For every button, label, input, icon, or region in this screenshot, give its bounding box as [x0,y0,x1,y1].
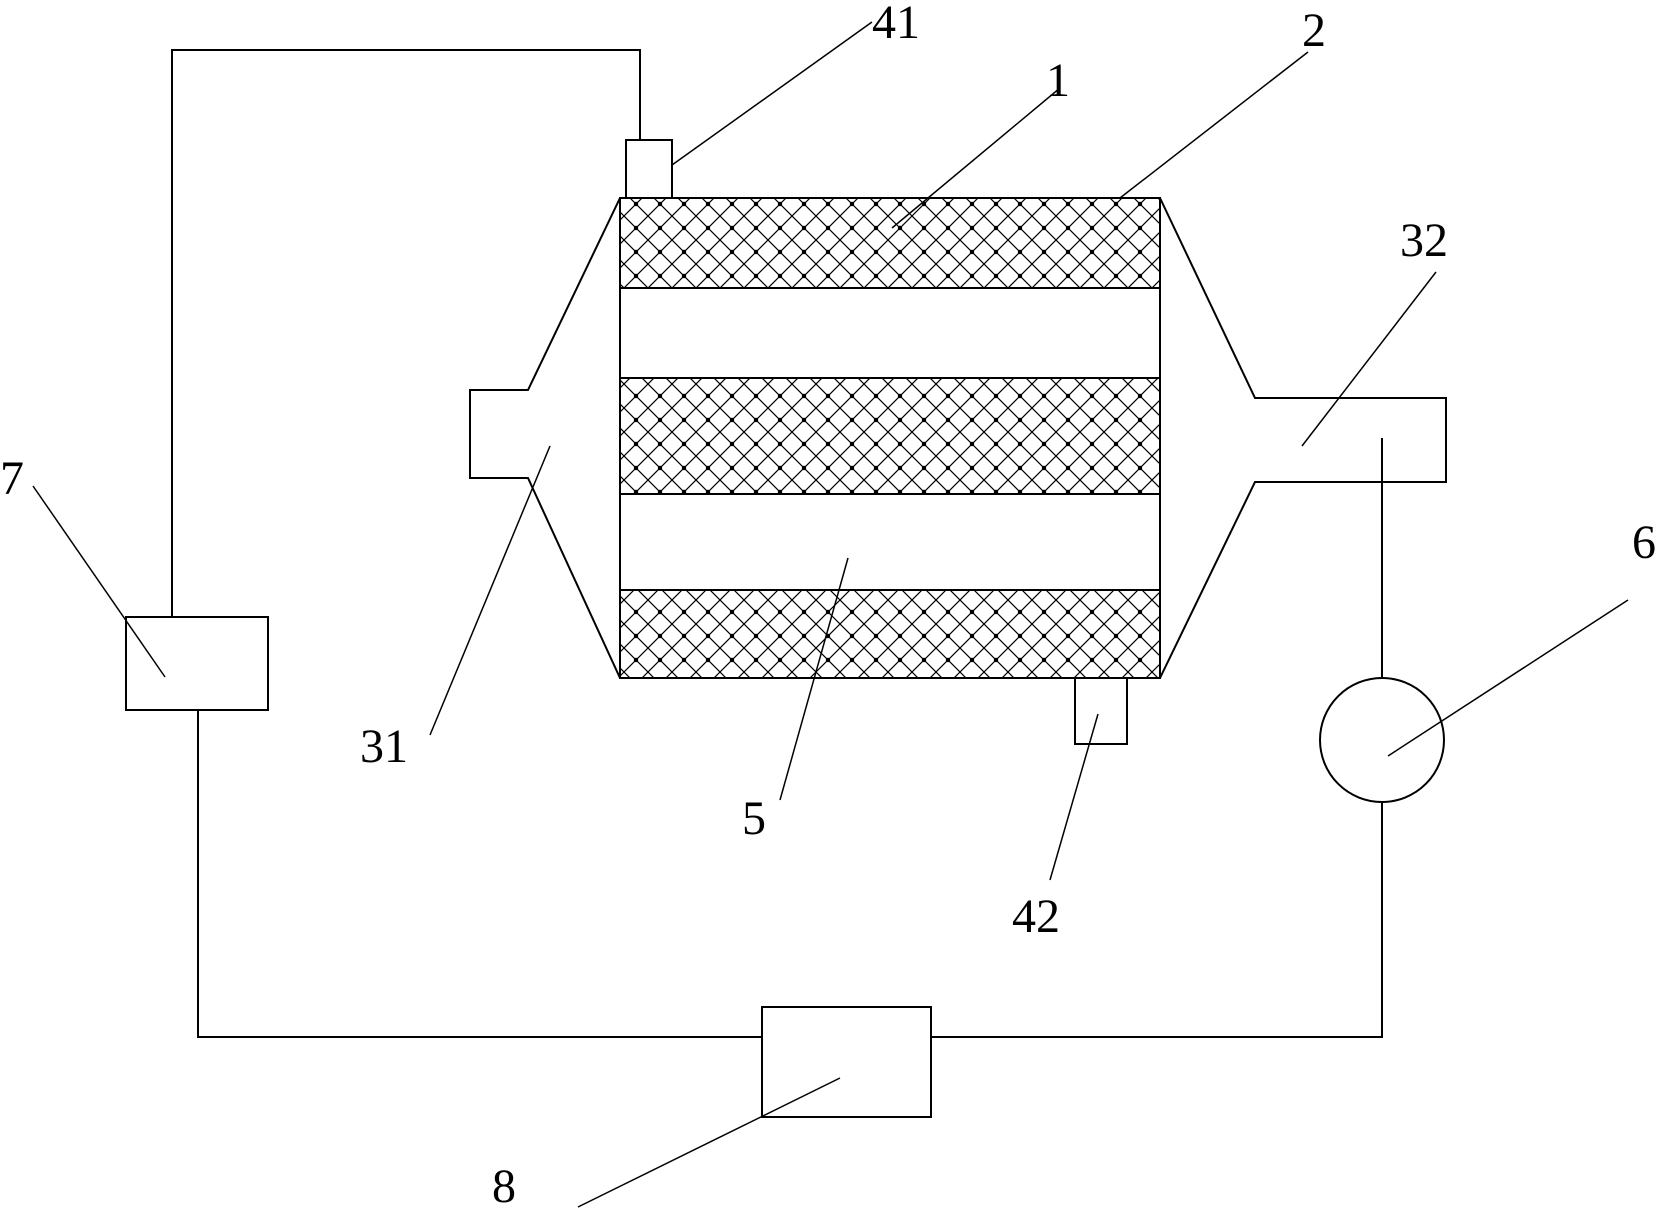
leader-8 [577,1077,841,1208]
label-42: 42 [1012,890,1060,943]
label-7: 7 [0,452,24,505]
label-41: 41 [872,0,920,49]
packed-bed-bottom [619,589,1161,679]
controller-box [125,616,269,711]
housing [469,197,1447,679]
leader-2 [1119,51,1309,199]
leader-1 [891,87,1061,229]
leader-7 [32,485,166,678]
label-32: 32 [1400,214,1448,267]
label-1: 1 [1046,54,1070,107]
label-6: 6 [1632,516,1656,569]
leader-6 [1387,599,1629,757]
outlet-cone [1159,197,1447,679]
leader-31 [429,445,551,736]
leader-5 [779,557,849,801]
unit-box [761,1006,932,1118]
reactor-body [619,197,1161,679]
packed-bed-top [619,197,1161,289]
pump-circle [1319,677,1445,803]
sensor-top-wire [171,49,641,617]
packed-bed-middle [619,377,1161,495]
inlet-cone [469,197,621,679]
sensor-top [625,139,673,199]
controller-to-unit-line [197,710,762,1038]
label-31: 31 [360,720,408,773]
label-5: 5 [742,792,766,845]
leader-42 [1049,713,1099,881]
sensor-bottom [1074,677,1128,745]
leader-41 [671,21,873,166]
leader-32 [1301,271,1437,447]
unit-to-pump-line [931,802,1383,1038]
label-2: 2 [1302,4,1326,57]
label-8: 8 [492,1160,516,1209]
